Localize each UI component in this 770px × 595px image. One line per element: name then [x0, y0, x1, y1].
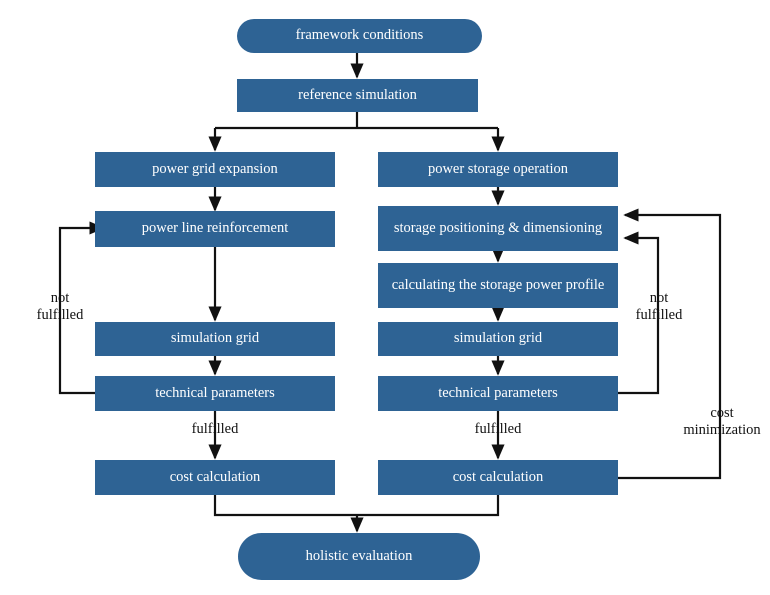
node-reference-simulation[interactable]: reference simulation	[237, 79, 478, 112]
edge-merge-right-to-holistic	[357, 495, 500, 517]
node-technical-parameters-left[interactable]: technical parameters	[95, 376, 335, 411]
edge-label-not-fulfilled-right: not fulfilled	[635, 290, 683, 323]
edge-cost-minimization-loop	[618, 208, 722, 480]
node-storage-positioning-dimensioning[interactable]: storage positioning & dimensioning	[378, 206, 618, 251]
edge-right-not-fulfilled-loop	[618, 231, 660, 395]
node-cost-calculation-right[interactable]: cost calculation	[378, 460, 618, 495]
edge-label-fulfilled-right: fulfilled	[474, 421, 522, 437]
node-technical-parameters-right[interactable]: technical parameters	[378, 376, 618, 411]
node-power-grid-expansion[interactable]: power grid expansion	[95, 152, 335, 187]
edge-label-fulfilled-left: fulfilled	[191, 421, 239, 437]
node-calculating-storage-power-profile[interactable]: calculating the storage power profile	[378, 263, 618, 308]
edge-label-not-fulfilled-left: not fulfilled	[36, 290, 84, 323]
node-power-line-reinforcement[interactable]: power line reinforcement	[95, 211, 335, 247]
node-framework-conditions[interactable]: framework conditions	[237, 19, 482, 53]
edge-label-cost-minimization: cost minimization	[683, 405, 761, 438]
node-power-storage-operation[interactable]: power storage operation	[378, 152, 618, 187]
node-holistic-evaluation[interactable]: holistic evaluation	[238, 533, 480, 580]
node-simulation-grid-right[interactable]: simulation grid	[378, 322, 618, 356]
node-cost-calculation-left[interactable]: cost calculation	[95, 460, 335, 495]
edge-merge-left-to-holistic	[213, 495, 357, 517]
edge-left-not-fulfilled-loop	[58, 221, 105, 395]
node-simulation-grid-left[interactable]: simulation grid	[95, 322, 335, 356]
